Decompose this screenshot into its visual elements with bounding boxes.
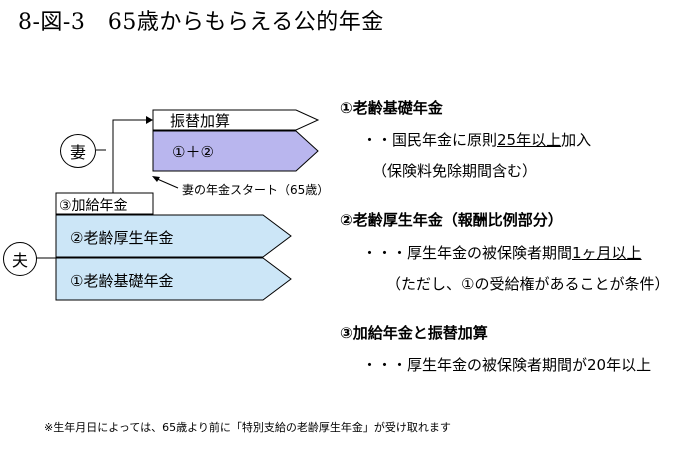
husband-circle: 夫 [3, 242, 37, 276]
section-3-line-1: ・・・厚生年金の被保険者期間が20年以上 [362, 356, 652, 374]
section-3-title: ③加給年金と振替加算 [340, 324, 488, 342]
start-pointer-arrowhead [152, 176, 160, 182]
connector-line [112, 119, 146, 193]
husband-label: 夫 [11, 251, 28, 270]
section-1-line-1: ・・国民年金に原則25年以上加入 [362, 131, 592, 149]
husband-kiso-bar [55, 257, 292, 301]
husband-kosei-bar [55, 214, 292, 258]
wife-label: 妻 [69, 143, 86, 162]
furikae-bar [152, 109, 320, 131]
section-2-title: ②老齢厚生年金（報酬比例部分） [340, 211, 563, 229]
connector-arrowhead [146, 116, 153, 124]
footnote: ※生年月日によっては、65歳より前に「特別支給の老齢厚生年金」が受け取れます [44, 421, 451, 434]
wife-pension-label: ①＋② [172, 143, 214, 161]
section-2-line-1: ・・・厚生年金の被保険者期間1ヶ月以上 [362, 244, 642, 262]
kakyu-label: ③加給年金 [59, 198, 128, 214]
section-1-line-2: （保険料免除期間含む） [372, 162, 538, 180]
section-2-line-2: （ただし、①の受給権があることが条件） [386, 275, 670, 293]
start-pointer-line [154, 177, 179, 189]
furikae-label: 振替加算 [170, 112, 231, 130]
wife-pension-bar [152, 130, 319, 172]
section-1-title: ①老齢基礎年金 [340, 99, 443, 117]
husband-kosei-label: ②老齢厚生年金 [70, 229, 174, 247]
wife-start-label: 妻の年金スタート（65歳） [182, 183, 330, 197]
wife-circle: 妻 [60, 134, 96, 168]
kakyu-bar [55, 192, 154, 215]
husband-kiso-label: ①老齢基礎年金 [70, 272, 174, 290]
page-title: 8-図-3 65歳からもらえる公的年金 [18, 10, 384, 35]
